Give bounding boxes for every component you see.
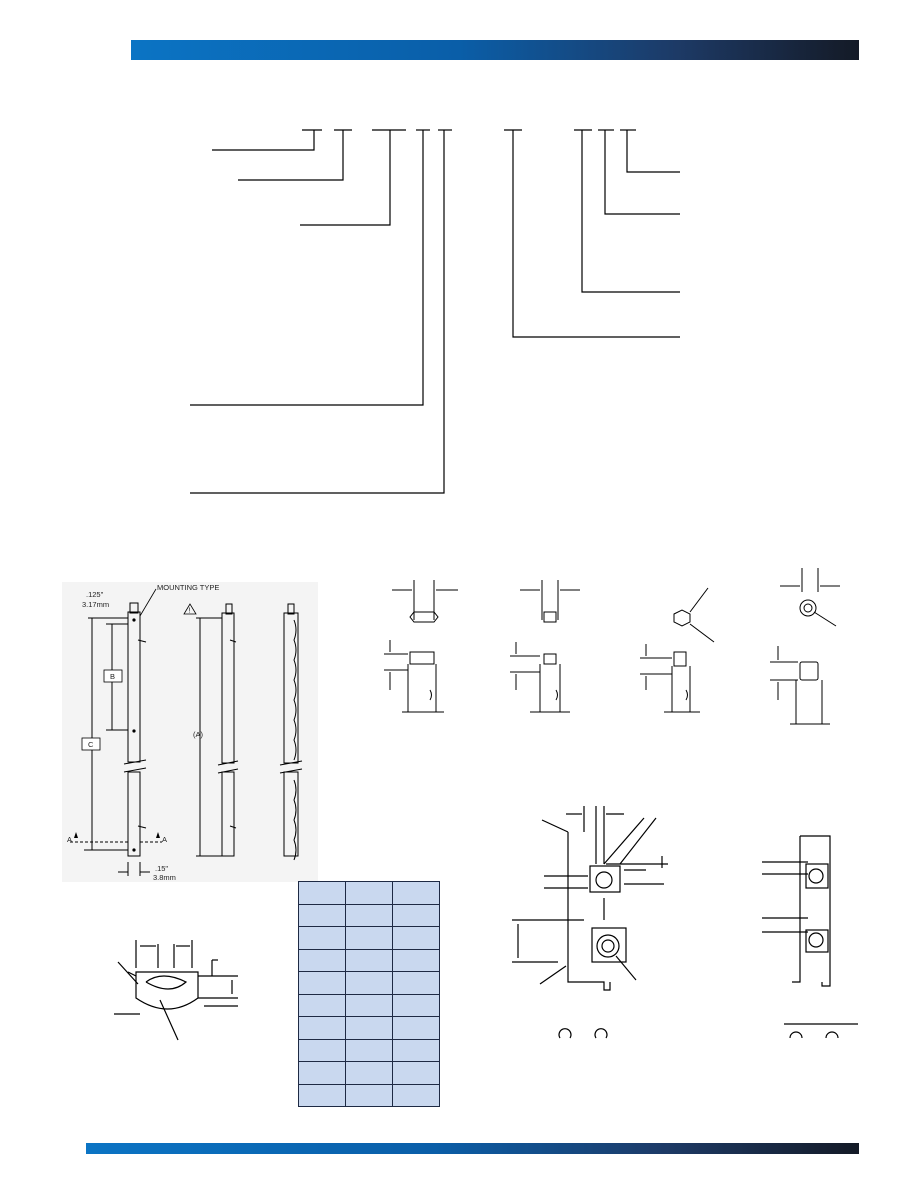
dim-317-mm: 3.17mm: [82, 600, 109, 609]
table-row: [298, 1061, 440, 1085]
table-row: [298, 926, 440, 950]
spec-table: [298, 881, 440, 1107]
label-b: B: [110, 672, 115, 681]
drawing-background: [62, 582, 318, 882]
table-row: [298, 903, 440, 927]
label-a-paren: (A): [193, 730, 204, 739]
warning-triangle-icon: [183, 603, 197, 615]
table-row: [298, 948, 440, 972]
mounting-type-label: MOUNTING TYPE: [157, 583, 219, 592]
table-row: [298, 1038, 440, 1062]
warning-mark: !: [189, 606, 191, 615]
dim-38-mm: 3.8mm: [153, 873, 176, 882]
table-row: [298, 881, 440, 905]
dim-125-in: .125": [86, 590, 104, 599]
footer-color-band: [86, 1143, 859, 1154]
dim-15-in: .15": [155, 864, 168, 873]
table-row: [298, 1083, 440, 1107]
section-a-left: A: [67, 835, 72, 844]
table-row: [298, 971, 440, 995]
section-a-right: A: [162, 835, 167, 844]
header-color-band: [131, 40, 859, 60]
label-c: C: [88, 740, 94, 749]
table-row: [298, 993, 440, 1017]
